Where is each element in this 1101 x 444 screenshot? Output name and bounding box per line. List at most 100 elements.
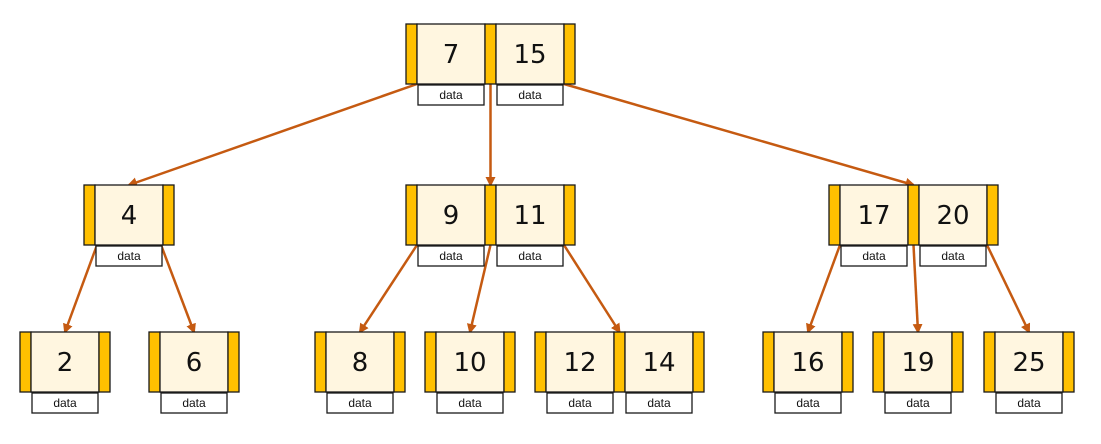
key-value: 6: [186, 348, 203, 378]
data-box: [326, 392, 394, 414]
child-pointer-cell: [983, 331, 996, 393]
tree-node-leaves-4: 12 data 14 data: [534, 331, 705, 414]
child-pointer-cell: [951, 331, 964, 393]
data-label: data: [182, 396, 206, 410]
key-value: 12: [563, 348, 596, 378]
data-box: [95, 245, 163, 267]
data-label: data: [941, 249, 965, 263]
key-value: 14: [642, 348, 675, 378]
nodes-layer: 7data15data4data9data11data17data20data2…: [19, 23, 1075, 414]
data-box: [417, 84, 485, 106]
child-pointer-cell: [148, 331, 161, 393]
child-pointer-cell: [872, 331, 885, 393]
child-pointer-cell: [613, 331, 626, 393]
data-label: data: [458, 396, 482, 410]
key-cell: [94, 184, 164, 246]
key-cell: [495, 23, 565, 85]
key-cell: [839, 184, 909, 246]
data-label: data: [862, 249, 886, 263]
data-box: [840, 245, 908, 267]
key-value: 9: [443, 201, 460, 231]
key-value: 17: [857, 201, 890, 231]
tree-node-leaves-7: 25 data: [983, 331, 1075, 414]
key-cell: [435, 331, 505, 393]
child-pointer-cell: [828, 184, 841, 246]
key-value: 25: [1012, 348, 1045, 378]
tree-node-leaves-5: 16 data: [762, 331, 854, 414]
child-pointer-cell: [98, 331, 111, 393]
key-value: 4: [121, 201, 138, 231]
data-label: data: [1017, 396, 1041, 410]
child-pointer-cell: [424, 331, 437, 393]
key-cell: [994, 331, 1064, 393]
edge-arrow: [806, 244, 842, 334]
child-pointer-cell: [503, 331, 516, 393]
child-pointer-cell: [314, 331, 327, 393]
edge-arrow: [985, 244, 1031, 334]
key-value: 15: [513, 40, 546, 70]
key-cell: [624, 331, 694, 393]
data-label: data: [518, 249, 542, 263]
key-value: 7: [443, 40, 460, 70]
key-cell: [773, 331, 843, 393]
edge-arrow: [563, 82, 916, 188]
edge-arrow: [159, 244, 196, 334]
edge-arrow: [358, 244, 419, 334]
child-pointer-cell: [405, 184, 418, 246]
child-pointer-cell: [534, 331, 547, 393]
data-label: data: [568, 396, 592, 410]
key-cell: [883, 331, 953, 393]
key-value: 16: [791, 348, 824, 378]
key-cell: [495, 184, 565, 246]
data-label: data: [518, 88, 542, 102]
edge-arrow: [63, 244, 99, 334]
edge-arrow: [912, 244, 923, 334]
tree-node-leaves-1: 6 data: [148, 331, 240, 414]
data-box: [625, 392, 693, 414]
child-pointer-cell: [227, 331, 240, 393]
child-pointer-cell: [1062, 331, 1075, 393]
data-label: data: [53, 396, 77, 410]
data-box: [417, 245, 485, 267]
tree-node-level1-1: 9 data 11 data: [405, 184, 576, 267]
child-pointer-cell: [692, 331, 705, 393]
edges-layer: [63, 82, 1031, 334]
data-box: [774, 392, 842, 414]
child-pointer-cell: [393, 331, 406, 393]
data-label: data: [796, 396, 820, 410]
child-pointer-cell: [563, 184, 576, 246]
data-label: data: [439, 249, 463, 263]
key-value: 2: [57, 348, 74, 378]
key-cell: [416, 23, 486, 85]
child-pointer-cell: [986, 184, 999, 246]
child-pointer-cell: [405, 23, 418, 85]
child-pointer-cell: [841, 331, 854, 393]
data-box: [884, 392, 952, 414]
key-cell: [325, 331, 395, 393]
child-pointer-cell: [762, 331, 775, 393]
key-value: 11: [513, 201, 546, 231]
key-value: 8: [352, 348, 369, 378]
key-cell: [30, 331, 100, 393]
data-box: [31, 392, 99, 414]
key-value: 20: [936, 201, 969, 231]
edge-arrow: [127, 82, 418, 188]
data-box: [919, 245, 987, 267]
child-pointer-cell: [162, 184, 175, 246]
data-label: data: [906, 396, 930, 410]
data-box: [546, 392, 614, 414]
tree-node-level1-0: 4 data: [83, 184, 175, 267]
data-label: data: [117, 249, 141, 263]
data-box: [436, 392, 504, 414]
data-label: data: [647, 396, 671, 410]
child-pointer-cell: [563, 23, 576, 85]
edge-arrow: [466, 244, 492, 334]
child-pointer-cell: [484, 23, 497, 85]
data-box: [160, 392, 228, 414]
key-value: 10: [453, 348, 486, 378]
tree-node-leaves-3: 10 data: [424, 331, 516, 414]
